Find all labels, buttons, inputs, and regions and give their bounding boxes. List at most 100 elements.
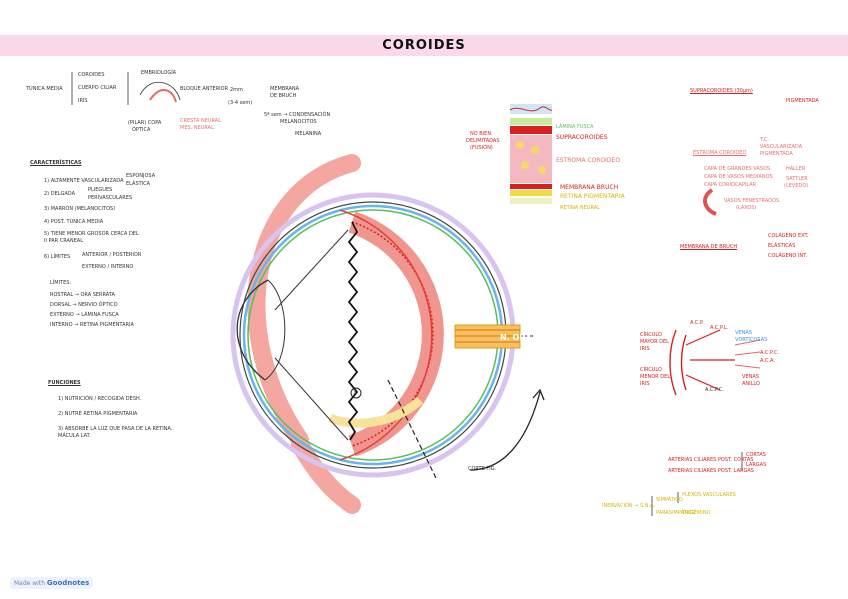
embriologia-label: EMBRIOLOGÍA <box>141 70 177 76</box>
optic-nerve-fibers <box>455 329 520 343</box>
caract-item: 4) POST. TÚNICA MEDIA <box>44 219 104 225</box>
vessel-label: A.C.P. <box>690 320 704 326</box>
limit-item: DORSAL → NERVIO ÓPTICO <box>50 302 118 308</box>
inerv-side: TRIGÉMINO <box>682 510 711 516</box>
embryo-note-red: CRESTA NEURAL <box>180 118 222 124</box>
vessel-sketch <box>703 188 717 216</box>
layer-label: SUPRACOROIDES <box>556 134 608 141</box>
limit-item: EXTERNO → LÁMINA FUSCA <box>50 312 119 318</box>
layers-top-note: (FUSIÓN) <box>470 145 493 151</box>
caract-item: 2) DELGADA <box>44 191 75 197</box>
caract-side: ELÁSTICA <box>126 181 151 187</box>
page-title: COROIDES <box>382 38 466 53</box>
retina-yellow <box>328 396 424 428</box>
made-with-text: Made with <box>14 580 45 587</box>
timeline-text: MELANINA <box>295 131 322 137</box>
limit-item: INTERNO → RETINA PIGMENTARIA <box>50 322 134 328</box>
caract-item: 5) TIENE MENOR GROSOR CERCA DEL II PAR C… <box>44 231 139 244</box>
estroma-side: VASCULARIZADA <box>760 144 803 150</box>
embryo-sketch <box>139 81 181 101</box>
layer-label: MEMBRANA BRUCH <box>560 184 619 191</box>
supracoroides-note: SUPRACOROIDES (30µm) <box>690 88 753 94</box>
lens-line <box>264 279 286 381</box>
cornea-line <box>236 279 269 381</box>
estroma-name: HALLER <box>786 166 806 172</box>
numbered-label: 1 <box>353 389 357 396</box>
limits-side: EXTERNO / INTERNO <box>82 264 134 270</box>
vasos-note: VASOS FENESTRADOS <box>724 198 780 204</box>
layer-bruch <box>510 184 552 189</box>
estroma-name: (LEVEDO) <box>784 183 809 189</box>
vessel-label: CÍRCULO MENOR DEL IRIS <box>640 367 671 387</box>
layer-pigmentaria <box>510 190 552 196</box>
caract-item: 1) ALTAMENTE VASCULARIZADA <box>44 178 124 184</box>
bruch-side: COLÁGENO INT. <box>768 253 808 259</box>
optic-nerve-label: N. OPT. <box>500 333 533 342</box>
inervacion-label: INERVACIÓN → S.N.A. <box>602 503 656 509</box>
timeline-text: DE BRUCH <box>270 93 297 99</box>
vessel-arc-inner <box>680 334 687 391</box>
tunica-part: IRIS <box>78 98 88 104</box>
tunica-part: CUERPO CILIAR <box>78 85 117 91</box>
estroma-item: CAPA DE GRANDES VASOS <box>704 166 771 172</box>
estroma-cell <box>531 146 539 154</box>
embryo-note: (PILAR) COPA <box>128 120 162 126</box>
inerv-side: PLEXOS VASCULARES <box>682 492 736 498</box>
vessel-label: A.C.P.C. <box>760 350 779 356</box>
vessel-small-branches <box>734 339 761 369</box>
caract-item: 6) LÍMITES <box>44 254 71 260</box>
layer-supracoroides <box>510 126 552 134</box>
sclera-arc-lower <box>291 436 361 514</box>
estroma-side: T.C. <box>760 137 770 143</box>
artery-label: ARTERIAS CILIARES POST. LARGAS <box>668 468 754 474</box>
vessel-label: A.C.A. <box>760 358 775 364</box>
timeline-text: 5ª sem → CONDENSACIÓN <box>264 112 331 118</box>
caract-side: PERIVASCULARES <box>88 195 133 201</box>
vessel-label: VENAS ANILLO <box>742 374 760 387</box>
vessel-branches <box>685 329 735 391</box>
artery-label: ARTERIAS CILIARES POST. CORTAS <box>668 457 754 463</box>
layer-top-vessels <box>509 106 553 112</box>
funcion-item: 2) NUTRE RETINA PIGMENTARIA <box>58 411 138 417</box>
caracteristicas-heading: CARACTERÍSTICAS <box>30 160 82 166</box>
vessel-arc-outer <box>669 329 677 396</box>
inerv-item: SIMPÁTICO <box>656 497 683 503</box>
estroma-cell <box>521 161 529 169</box>
funcion-item: 3) ABSORBE LA LUZ QUE PASA DE LA RETINA.… <box>58 426 173 439</box>
tunica-label: TÚNICA MEDIA <box>26 86 63 92</box>
ora-serrata-zigzag <box>347 221 359 441</box>
title-banner <box>0 35 848 56</box>
section-line <box>387 379 437 479</box>
corte-label: CORTE FIG. <box>468 466 497 472</box>
estroma-cell <box>516 141 524 149</box>
vessel-label: VENAS VORTICOSAS <box>735 330 768 343</box>
layers-top-note: NO BIEN <box>470 131 492 137</box>
timeline-text: (3-4 sem) <box>228 100 253 106</box>
funcion-item: 1) NUTRICIÓN / RECOGIDA DESH. <box>58 396 142 402</box>
section-arrow <box>469 391 541 471</box>
vessel-label: A.C.P.C. <box>705 387 724 393</box>
goodnotes-badge: Made with Goodnotes <box>10 577 94 589</box>
layer-label: RETINA NEURAL <box>560 205 600 211</box>
iris-line-upper <box>274 229 349 311</box>
numbered-circle <box>350 387 362 399</box>
section-arrow-head <box>532 388 545 401</box>
supracoroides-side: PIGMENTADA <box>786 98 819 104</box>
layer-fusca <box>510 118 552 125</box>
inerv-item: PARASIMPÁTICO <box>656 510 696 516</box>
embryo-note-red: MES. NEURAL <box>180 125 214 131</box>
choroid-band <box>348 211 444 457</box>
artery-side: LARGAS <box>746 462 767 468</box>
bruch-note: MEMBRANA DE BRUCH <box>680 244 738 250</box>
estroma-side: PIGMENTADA <box>760 151 793 157</box>
layer-neural <box>510 198 552 204</box>
layer-top-blue <box>510 104 552 114</box>
estroma-cell <box>538 166 546 174</box>
layers-top-note: DELIMITADAS <box>466 138 500 144</box>
layer-label: ESTROMA COROIDEO <box>556 157 621 164</box>
choroid-outer-line <box>339 209 433 461</box>
sclera-arc-upper <box>247 154 361 449</box>
embryo-sketch-pink <box>149 89 177 103</box>
vessel-label: A.C.P.L. <box>710 325 729 331</box>
